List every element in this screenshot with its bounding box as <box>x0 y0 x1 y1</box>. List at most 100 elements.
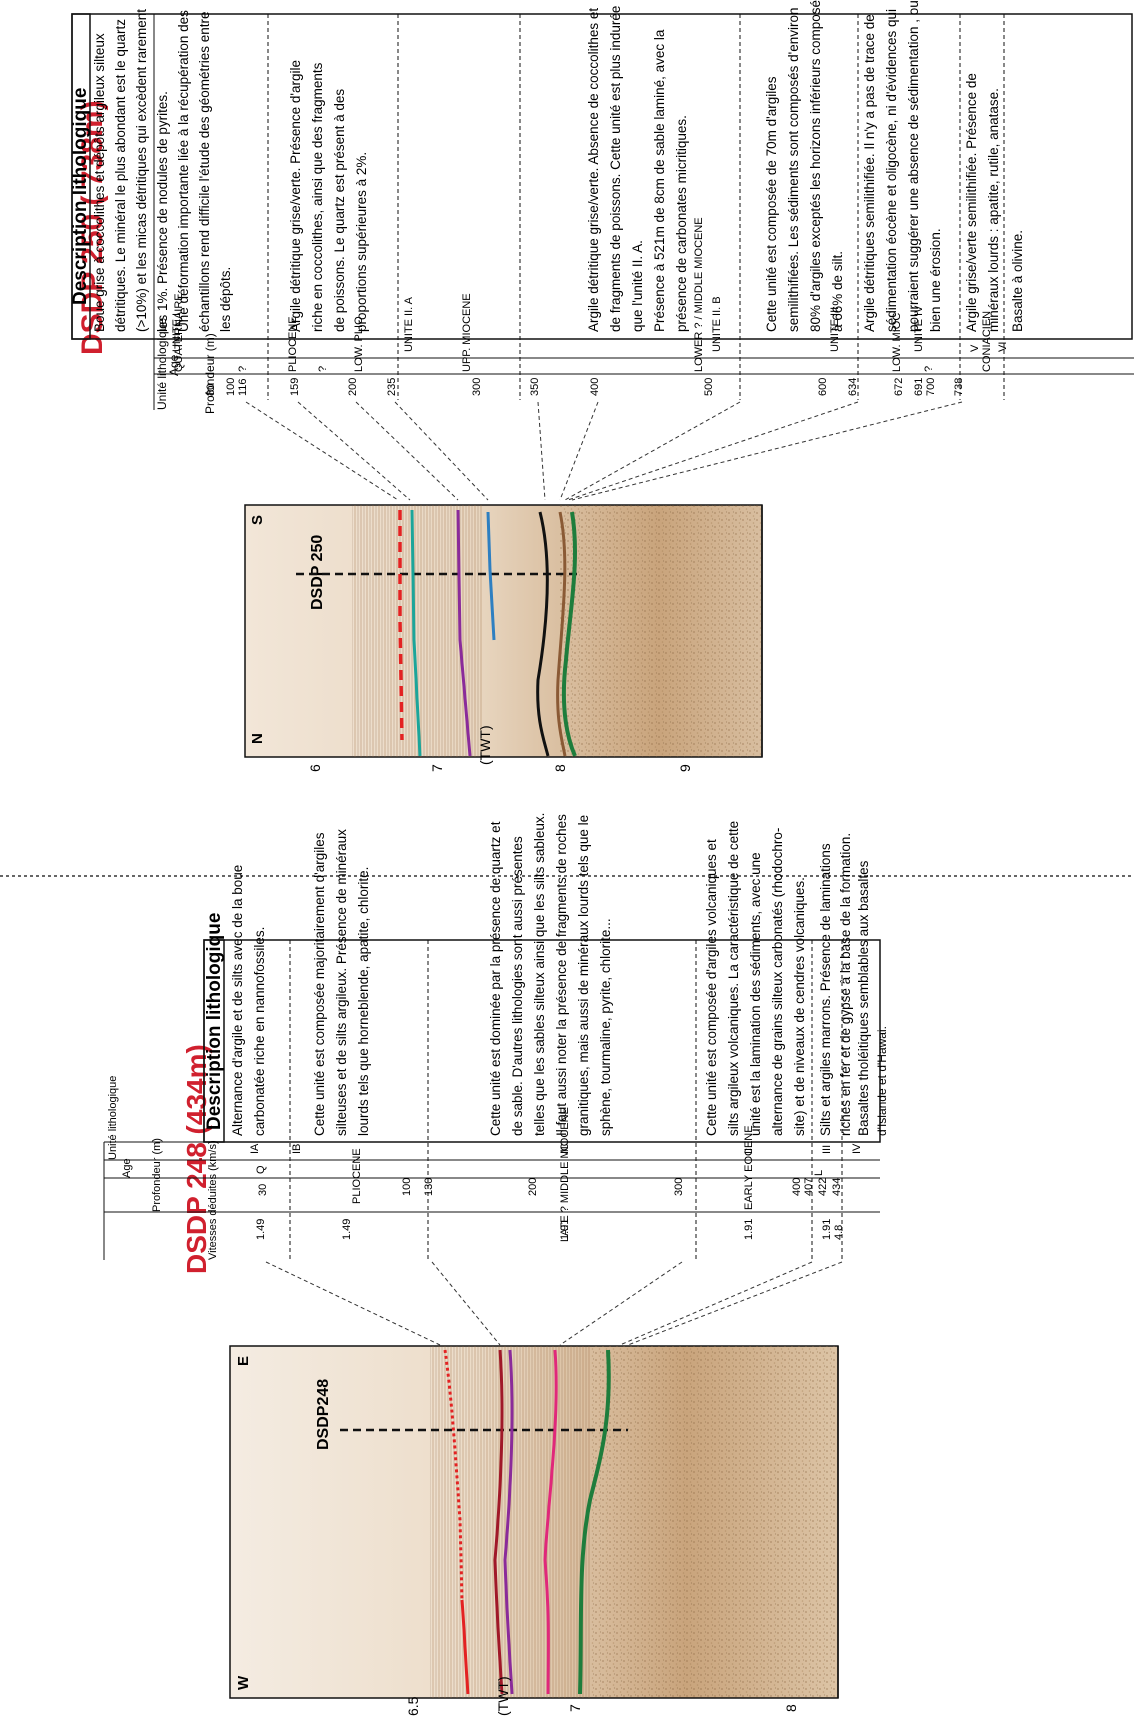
desc-line: pourraient suggérer une absence de sédim… <box>906 0 921 332</box>
twt-tick: 7 <box>567 1704 583 1712</box>
site248-unit-label: IV <box>851 1143 863 1154</box>
site248-depth-tick: 130 <box>423 1178 435 1196</box>
site250-age-label: ? <box>923 366 935 372</box>
site248-descriptions: Alternance d'argile et de silts avec de … <box>230 813 889 1136</box>
site248-unit-label: IA <box>249 1143 261 1154</box>
desc-line: Basalte à olivine. <box>1010 230 1025 332</box>
site248-age-label: EARLY EOCENE <box>743 1125 755 1210</box>
site248-desc-IV: Basaltes tholéitiques semblables aux bas… <box>856 860 889 1136</box>
site248-unit-label: IB <box>291 1144 303 1154</box>
desc-line: alternance de grains silteux carbonatés … <box>770 828 785 1136</box>
site248-depth-tick: 30 <box>257 1184 269 1196</box>
desc-line: Argile détritique grise/verte. Absence d… <box>586 8 601 332</box>
site248-age-label: Q <box>255 1165 267 1174</box>
site250-depth-tick: 116 <box>237 378 249 396</box>
site250-unit-label: UNITE II. B <box>711 296 723 352</box>
site248-well-label: DSDP248 <box>315 1379 332 1450</box>
desc-line: les dépôts. <box>218 267 233 332</box>
site248-desc-IA: Alternance d'argile et de silts avec de … <box>230 865 267 1136</box>
desc-line: riche en coccolithes, ainsi que des frag… <box>310 62 325 332</box>
site248-units: IA IB IC II III IV <box>249 1143 863 1154</box>
site248-depth-tick: 200 <box>527 1178 539 1196</box>
site250-depth-tick: 159 <box>289 378 301 396</box>
desc-line: à 66% de silt. <box>830 251 845 332</box>
desc-line: silts argileux volcaniques. La caractéri… <box>726 821 741 1136</box>
desc-line: 80% d'argiles exceptés les horizons infé… <box>808 0 823 332</box>
site250-unit-label: VI <box>997 342 1009 352</box>
site248-age-header: Age <box>121 1158 133 1178</box>
desc-line: minéraux lourds : apatite, rutile, anata… <box>986 88 1001 332</box>
site248-velocity: 1.49 <box>341 1219 353 1240</box>
desc-line: Boue grise à coccolithes et dépôts argil… <box>92 33 107 332</box>
site250-depth-tick: 300 <box>471 378 483 396</box>
site248-left-label: W <box>235 1675 252 1690</box>
site248-age-label: L <box>813 1170 825 1176</box>
site250-depth-tick: 700 <box>925 378 937 396</box>
site250-depth-tick: 100 <box>225 378 237 396</box>
site250-depth-tick: 80 <box>205 384 217 396</box>
site250-desc-unit-V: Argile grise/verte semilithifiée. Présen… <box>964 73 1001 332</box>
desc-line: Cette unité est composée de 70m d'argile… <box>764 76 779 332</box>
site250-depth-tick: 400 <box>589 378 601 396</box>
site250-desc-unit-VI: Basalte à olivine. <box>1010 230 1025 332</box>
desc-line: riches en fer et de gypse à la base de l… <box>838 833 853 1136</box>
desc-line: détritiques. Le minéral le plus abondant… <box>113 19 128 332</box>
desc-line: sédimentation éocène et oligocène, ni d'… <box>884 9 899 332</box>
site248-depth-tick: 400 <box>791 1178 803 1196</box>
desc-line: Argile détritiques semilithifiée. Il n'y… <box>862 14 877 332</box>
site248-section: DSDP 248 (434m) Description lithologique… <box>104 813 889 1716</box>
site248-depth-tick: 422 <box>817 1178 829 1196</box>
desc-line: de poissons. Le quartz est présent à des <box>332 89 347 332</box>
desc-line: Présence à 521m de 8cm de sable laminé, … <box>652 29 667 332</box>
twt-tick: 7 <box>429 764 445 772</box>
site248-twt-label: (TWT) <box>495 1676 511 1716</box>
site250-section: DSDP 250 ( 738m) Description lithologiqu… <box>70 0 1134 772</box>
site248-right-label: E <box>235 1356 252 1366</box>
desc-line: bien une érosion. <box>928 228 943 332</box>
site248-depth-header: Profondeur (m) <box>151 1138 163 1212</box>
site248-desc-IB: Cette unité est composée majoritairement… <box>312 829 371 1136</box>
desc-line: proportions supérieures à 2%. <box>354 152 369 332</box>
site248-connectors <box>266 1262 842 1345</box>
twt-tick: 6.5 <box>405 1696 421 1716</box>
desc-line: échantillons rend difficile l'étude des … <box>197 11 212 332</box>
site248-description-header: Description lithologique <box>204 913 225 1130</box>
site248-depth-ticks: 30 100 130 200 300 400 407 422 434 <box>257 1178 843 1196</box>
site248-depth-tick: 300 <box>673 1178 685 1196</box>
twt-tick: 8 <box>552 764 568 772</box>
desc-line: de fragments de poissons. Cette unité es… <box>608 6 623 332</box>
site250-depth-header: Profondeur (m) <box>203 333 217 414</box>
desc-line: Silts et argiles marrons. Présence de la… <box>818 843 833 1136</box>
site250-depth-tick: 350 <box>529 378 541 396</box>
desc-line: présence de carbonates micritiques. <box>674 115 689 332</box>
twt-tick: 9 <box>677 764 693 772</box>
site250-desc-unit-I: Boue grise à coccolithes et dépôts argil… <box>92 9 233 332</box>
desc-line: lourds tels que horneblende, apatite, ch… <box>356 867 371 1136</box>
site250-depth-tick: 235 <box>386 378 398 396</box>
site250-desc-unit-IV: Argile détritiques semilithifiée. Il n'y… <box>862 0 943 332</box>
site248-seismic-panel: W E DSDP248 (TWT) 6.5 7 8 <box>230 1346 838 1716</box>
site250-descriptions: Boue grise à coccolithes et dépôts argil… <box>92 0 1025 332</box>
desc-line: semilithifiées. Les sédiments sont compo… <box>786 8 801 332</box>
site248-velocity: 4.8 <box>833 1225 845 1240</box>
site248-depth-tick: 100 <box>401 1178 413 1196</box>
desc-line: site) et de niveaux de cendres volcaniqu… <box>792 877 807 1136</box>
desc-line: Cette unité est composée majoritairement… <box>312 832 327 1136</box>
site250-age-label: LOWER ? / MIDDLE MIOCENE <box>693 217 705 372</box>
site250-desc-unit-IIB: Argile détritique grise/verte. Absence d… <box>586 6 689 332</box>
desc-line: Alternance d'argile et de silts avec de … <box>230 865 245 1136</box>
site250-age-label: ? <box>237 366 249 372</box>
desc-line: les 1%. Présence de nodules de pyrites. <box>155 91 170 332</box>
site248-desc-II: Cette unité est composée d'argiles volca… <box>704 821 807 1136</box>
site248-depth-tick: 407 <box>803 1178 815 1196</box>
twt-tick: 8 <box>783 1704 799 1712</box>
desc-line: Argile détritique grise/verte. Présence … <box>288 60 303 332</box>
desc-line: Une déformation importante liée à la réc… <box>176 10 191 332</box>
site248-depth-tick: 434 <box>831 1178 843 1196</box>
twt-tick: 6 <box>307 764 323 772</box>
desc-line: (>10%) et les micas détritiques qui excè… <box>134 9 149 332</box>
desc-line: granitiques, mais aussi de minéraux lour… <box>576 815 591 1136</box>
desc-line: Basaltes tholéitiques semblables aux bas… <box>856 860 871 1136</box>
site250-depth-tick: 672 <box>893 378 905 396</box>
